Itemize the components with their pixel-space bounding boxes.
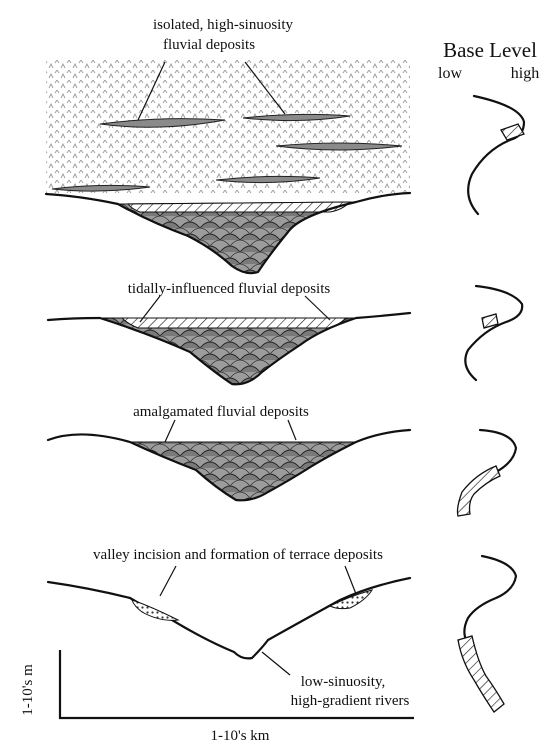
- tidal-cap: [128, 202, 350, 212]
- leader-line: [262, 652, 290, 675]
- vertical-scale-label: 1-10's m: [20, 664, 36, 716]
- horizontal-scale-label: 1-10's km: [211, 728, 270, 744]
- panel-valley-incision: valley incision and formation of terrace…: [48, 547, 410, 709]
- valley-incision-label: valley incision and formation of terrace…: [93, 547, 383, 563]
- panel-amalgamated: amalgamated fluvial deposits: [48, 404, 410, 500]
- leader-line: [305, 296, 330, 320]
- isolated-label-line1: isolated, high-sinuosity: [153, 17, 293, 33]
- base-level-marker: [501, 124, 524, 140]
- base-level-marker: [458, 466, 501, 516]
- leader-line: [345, 566, 356, 594]
- base-level-low-label: low: [438, 65, 462, 82]
- terrace-deposit: [132, 600, 178, 620]
- tidal-cap: [122, 318, 346, 328]
- panel-tidally-influenced: tidally-influenced fluvial deposits: [48, 281, 410, 384]
- valley-fill-scallop: [130, 442, 356, 500]
- valley-outline: [48, 578, 410, 658]
- terrace-deposit: [330, 590, 372, 609]
- isolated-label-line2: fluvial deposits: [163, 37, 255, 53]
- base-level-curve: [468, 96, 524, 214]
- leader-line: [160, 566, 176, 596]
- leader-line: [165, 420, 175, 442]
- panel-isolated-deposits: isolated, high-sinuosity fluvial deposit…: [46, 17, 410, 273]
- base-level-marker: [458, 636, 504, 712]
- leader-line: [288, 420, 296, 440]
- low-sinuosity-label-line2: high-gradient rivers: [291, 693, 410, 709]
- amalgamated-label: amalgamated fluvial deposits: [133, 404, 309, 420]
- base-level-curve: [465, 286, 522, 380]
- low-sinuosity-label-line1: low-sinuosity,: [301, 674, 385, 690]
- base-level-curve: [458, 430, 517, 516]
- base-level-column: Base Level low high: [438, 38, 539, 712]
- base-level-high-label: high: [511, 65, 539, 82]
- base-level-title: Base Level: [443, 38, 537, 62]
- tidally-label: tidally-influenced fluvial deposits: [128, 281, 331, 297]
- floodplain-fill: [46, 58, 410, 193]
- base-level-curve: [458, 556, 516, 712]
